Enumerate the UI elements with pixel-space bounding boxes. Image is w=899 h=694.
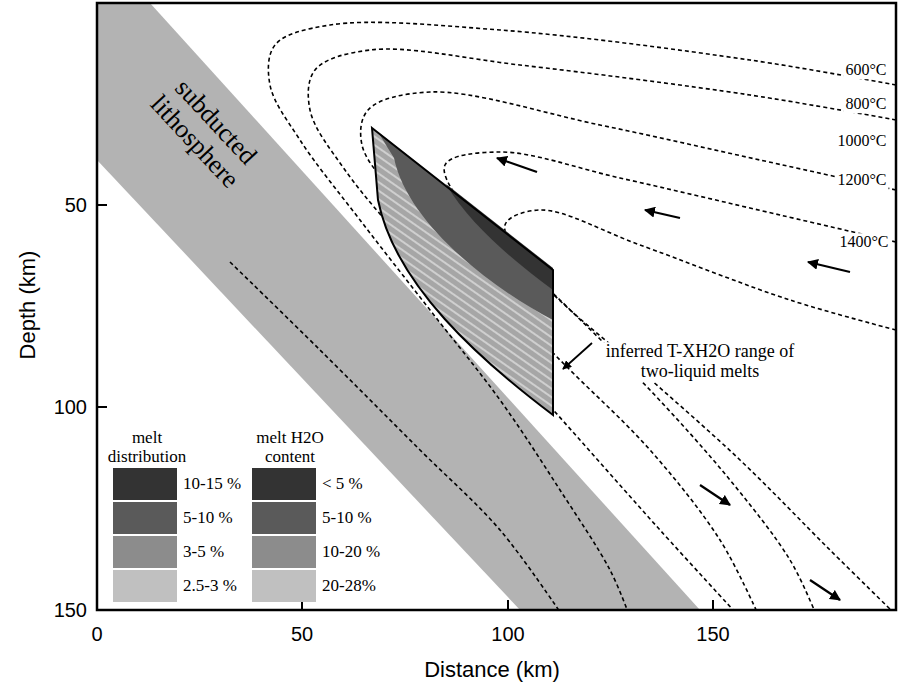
legend-text: 5-10 %: [183, 509, 233, 528]
flow-arrow: [497, 158, 537, 172]
legend-heading: melt distribution: [101, 429, 193, 466]
flow-arrows: [497, 158, 850, 600]
axis-title: Distance (km): [424, 658, 560, 682]
isotherm-line: [268, 22, 896, 610]
melt-region-outer: [372, 128, 553, 415]
legend-swatch: [113, 468, 177, 500]
melt-region-mid: [378, 132, 553, 320]
axis-ticks: [97, 205, 713, 610]
legend-swatch: [252, 570, 316, 602]
axis-title: Depth (km): [16, 251, 40, 360]
tick-label: 50: [65, 194, 87, 216]
leader-arrow: [563, 343, 592, 369]
flow-arrow: [810, 580, 840, 600]
flow-arrow: [700, 485, 730, 505]
legend-text: 20-28%: [322, 577, 376, 596]
legend-text: 2.5-3 %: [183, 577, 237, 596]
legend-text: < 5 %: [322, 475, 363, 494]
tick-label: 150: [54, 599, 87, 621]
tick-label: 50: [291, 623, 313, 645]
isotherms: [230, 22, 896, 610]
legend-swatch: [113, 570, 177, 602]
isotherm-label: 1000°C: [835, 132, 888, 150]
callout-note: inferred T-XH2O range of two-liquid melt…: [596, 342, 805, 382]
legend-swatch: [252, 502, 316, 534]
legend-swatch: [113, 536, 177, 568]
isotherm-label: 1400°C: [837, 233, 890, 251]
plot-frame: [97, 3, 896, 610]
tick-label: 100: [491, 623, 524, 645]
legend-text: 3-5 %: [183, 543, 224, 562]
flow-arrow: [808, 262, 850, 272]
legend-text: 10-20 %: [322, 543, 380, 562]
legend-text: 5-10 %: [322, 509, 372, 528]
isotherm-label: 1200°C: [835, 171, 888, 189]
legend-swatch: [252, 468, 316, 500]
slab-band: [97, 3, 700, 610]
tick-label: 100: [54, 396, 87, 418]
flow-arrow: [645, 210, 680, 218]
isotherm-line: [361, 92, 896, 610]
isotherm-label: 800°C: [843, 95, 888, 113]
legend-swatch: [252, 536, 316, 568]
legend-text: 10-15 %: [183, 475, 241, 494]
melt-region-outline: [372, 128, 553, 415]
tick-label: 0: [91, 623, 102, 645]
legend-heading: melt H2O content: [255, 429, 325, 466]
legend-swatch: [113, 502, 177, 534]
isotherm-label: 600°C: [843, 61, 888, 79]
isotherm-line: [505, 210, 896, 610]
isotherm-line: [308, 49, 896, 610]
tick-label: 150: [696, 623, 729, 645]
